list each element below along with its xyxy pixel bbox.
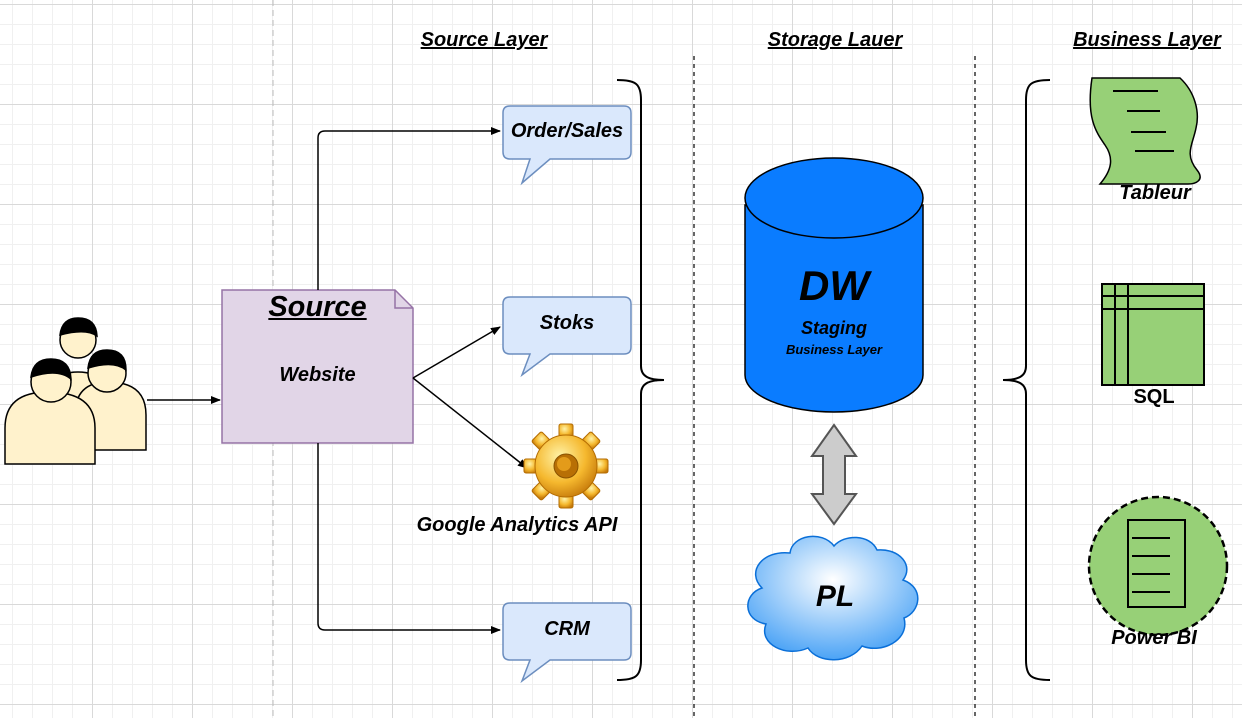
stoks-label: Stoks: [539, 312, 595, 334]
document-fold: [394, 290, 413, 309]
source-layer-brace: [616, 79, 665, 681]
google-analytics-label: Google Analytics API: [416, 514, 618, 536]
dw-business-layer-label: Business Layer: [785, 342, 883, 357]
header-business-layer: Business Layer: [1073, 29, 1221, 51]
table-icon: [1101, 283, 1205, 386]
arrow-to-order-sales: [317, 127, 501, 290]
power-bi-label: Power BI: [1111, 627, 1197, 649]
cloud-icon: [747, 535, 919, 661]
users-icon: [4, 317, 147, 465]
callout-order-sales: [502, 105, 632, 186]
header-source-layer: Source Layer: [420, 29, 548, 51]
data-warehouse-cylinder: [744, 157, 924, 413]
tape-icon: [1089, 77, 1201, 185]
document-icon: [1087, 495, 1229, 637]
sql-label: SQL: [1133, 386, 1175, 408]
arrow-to-crm: [317, 443, 501, 634]
tableur-label: Tableur: [1119, 182, 1191, 204]
arrow-to-google-analytics: [412, 377, 528, 469]
crm-label: CRM: [544, 618, 590, 640]
callout-stoks: [502, 296, 632, 378]
cloud-label: PL: [815, 580, 855, 613]
gear-icon: [523, 423, 609, 509]
order-sales-label: Order/Sales: [510, 120, 624, 142]
business-layer-brace: [1002, 79, 1051, 681]
source-title: Source: [268, 291, 367, 323]
dw-title: DW: [799, 262, 869, 309]
source-document: [221, 289, 414, 444]
header-storage-layer: Storage Lauer: [767, 29, 903, 51]
double-arrow-icon: [810, 423, 858, 526]
source-subtitle: Website: [279, 364, 356, 386]
callout-crm: [502, 602, 632, 684]
arrow-to-stoks: [412, 326, 501, 379]
dw-staging-label: Staging: [801, 318, 867, 338]
